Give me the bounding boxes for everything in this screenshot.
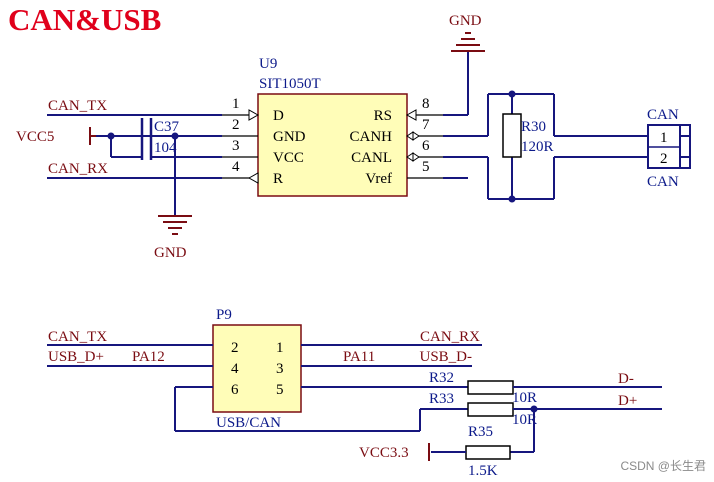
- u9-pin3-num: 3: [232, 138, 240, 154]
- r32-resistor: [467, 380, 514, 395]
- p9-ref: P9: [216, 307, 232, 323]
- r33-value: 10R: [512, 412, 537, 428]
- u9-pin5-num: 5: [422, 159, 430, 175]
- junction-r30-top: [508, 90, 516, 98]
- u9-pin1-num: 1: [232, 96, 240, 112]
- u9-pin7-num: 7: [422, 117, 430, 133]
- u9-pin6-num: 6: [422, 138, 430, 154]
- p9-usb-dm-label: USB_D-: [419, 349, 472, 365]
- u9-pin2-num: 2: [232, 117, 240, 133]
- r32-value: 10R: [512, 390, 537, 406]
- p9-can-rx-label: CAN_RX: [420, 329, 480, 345]
- diagram-title: CAN&USB: [8, 2, 161, 37]
- u9-pin-gnd-name: GND: [273, 129, 306, 145]
- r35-ref: R35: [468, 424, 493, 440]
- c37-ref: C37: [154, 119, 180, 135]
- junction-vcc5: [107, 132, 115, 140]
- p9-pin1: 1: [276, 340, 284, 356]
- p9-pin4: 4: [231, 361, 239, 377]
- r32-ref: R32: [429, 370, 454, 386]
- r35-resistor: [465, 445, 511, 460]
- p9-can-tx-label: CAN_TX: [48, 329, 107, 345]
- p9-pin6: 6: [231, 382, 239, 398]
- u9-pin-rs-name: RS: [374, 108, 392, 124]
- p9-usb-dp-label: USB_D+: [48, 349, 104, 365]
- u9-body: [257, 93, 408, 197]
- can-conn-label-top: CAN: [647, 107, 679, 123]
- can-conn-pin1: 1: [660, 130, 668, 146]
- gnd-label-top: GND: [449, 13, 482, 29]
- u9-pin-canh-name: CANH: [349, 129, 392, 145]
- can-tx-net-label: CAN_TX: [48, 98, 107, 114]
- vcc33-label: VCC3.3: [359, 445, 409, 461]
- can-connector: [647, 124, 691, 169]
- junction-gnd: [171, 132, 179, 140]
- ground-symbol-bottom: [158, 215, 192, 235]
- p9-name: USB/CAN: [216, 415, 281, 431]
- ground-symbol-top: [451, 32, 485, 52]
- can-conn-pin2: 2: [660, 151, 668, 167]
- p9-body: [212, 324, 302, 413]
- u9-part: SIT1050T: [259, 76, 321, 92]
- u9-pin4-num: 4: [232, 159, 240, 175]
- c37-value: 104: [154, 140, 177, 156]
- u9-pin-canl-name: CANL: [351, 150, 392, 166]
- u9-right-pins: [405, 109, 443, 179]
- junction-r30-bottom: [508, 195, 516, 203]
- can-conn-label-bottom: CAN: [647, 174, 679, 190]
- can-rx-net-label: CAN_RX: [48, 161, 108, 177]
- vcc5-label: VCC5: [16, 129, 54, 145]
- r35-value: 1.5K: [468, 463, 498, 479]
- r33-resistor: [467, 402, 514, 417]
- u9-ref: U9: [259, 56, 277, 72]
- p9-pa11-label: PA11: [343, 349, 375, 365]
- c37-capacitor: [140, 118, 153, 160]
- u9-pin-d-name: D: [273, 108, 284, 124]
- u9-pin-vcc-name: VCC: [273, 150, 304, 166]
- gnd-label-bottom: GND: [154, 245, 187, 261]
- p9-pin2: 2: [231, 340, 239, 356]
- r30-ref: R30: [521, 119, 546, 135]
- d-plus-label: D+: [618, 393, 637, 409]
- r33-ref: R33: [429, 391, 454, 407]
- u9-left-pins: [222, 109, 260, 184]
- r30-value: 120R: [521, 139, 554, 155]
- p9-pa12-label: PA12: [132, 349, 165, 365]
- r30-resistor: [502, 113, 522, 158]
- watermark: CSDN @长生君: [620, 459, 706, 473]
- u9-pin8-num: 8: [422, 96, 430, 112]
- u9-pin-vref-name: Vref: [365, 171, 392, 187]
- d-minus-label: D-: [618, 371, 634, 387]
- u9-pin-r-name: R: [273, 171, 283, 187]
- p9-pin5: 5: [276, 382, 284, 398]
- p9-pin3: 3: [276, 361, 284, 377]
